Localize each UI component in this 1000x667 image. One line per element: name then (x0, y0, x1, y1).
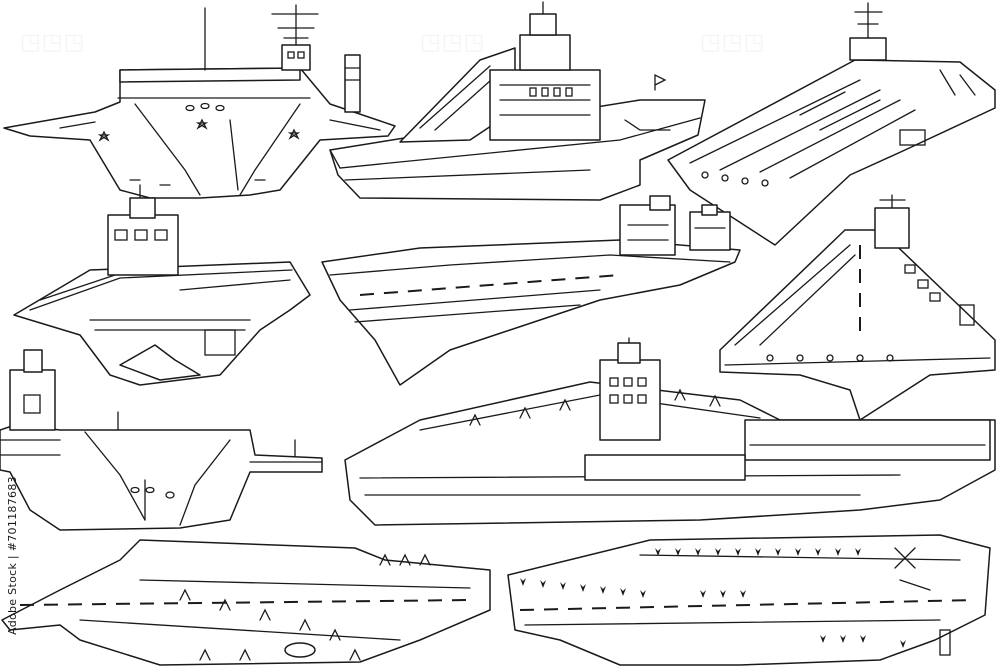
carrier-top-view-9 (1, 539, 491, 666)
carrier-front-view-7 (0, 349, 323, 531)
carrier-angled-view-5 (321, 195, 741, 386)
carrier-side-profile-8 (344, 337, 996, 526)
carrier-top-view-10 (507, 534, 991, 666)
carrier-angled-view-2 (329, 1, 706, 201)
carrier-angled-view-3 (667, 2, 996, 246)
carrier-front-view-1 (3, 4, 396, 199)
carrier-angled-view-4 (13, 184, 311, 386)
stock-credit-text: Adobe Stock | #701187683 (5, 475, 19, 635)
carrier-top-view-6 (719, 194, 996, 421)
stock-credit-label: Adobe Stock | #701187683 (0, 455, 24, 655)
